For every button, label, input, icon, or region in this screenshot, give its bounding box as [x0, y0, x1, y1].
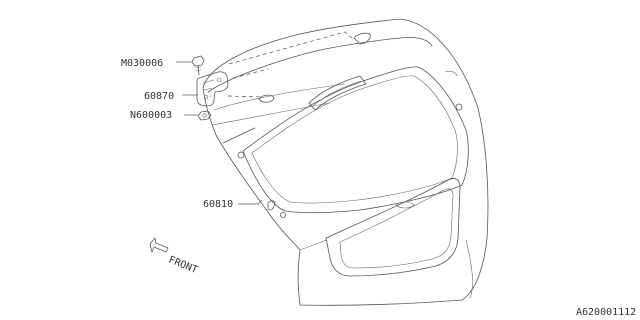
- diagram-code: A620001112: [576, 307, 636, 318]
- alignment-lines: [227, 31, 353, 98]
- nut-drawing: [197, 110, 212, 121]
- front-direction-label: FRONT: [167, 255, 199, 276]
- label-hinge: 60870: [144, 91, 174, 102]
- leader-lines: [176, 61, 263, 205]
- front-arrow-icon: [149, 237, 169, 253]
- hinge-drawing: [196, 71, 229, 107]
- label-back-door-panel: 60810: [203, 199, 233, 210]
- bolt-drawing: [191, 55, 205, 76]
- label-nut: N600003: [130, 110, 172, 121]
- back-door-panel-drawing: [202, 18, 489, 306]
- label-bolt: M030006: [121, 58, 163, 69]
